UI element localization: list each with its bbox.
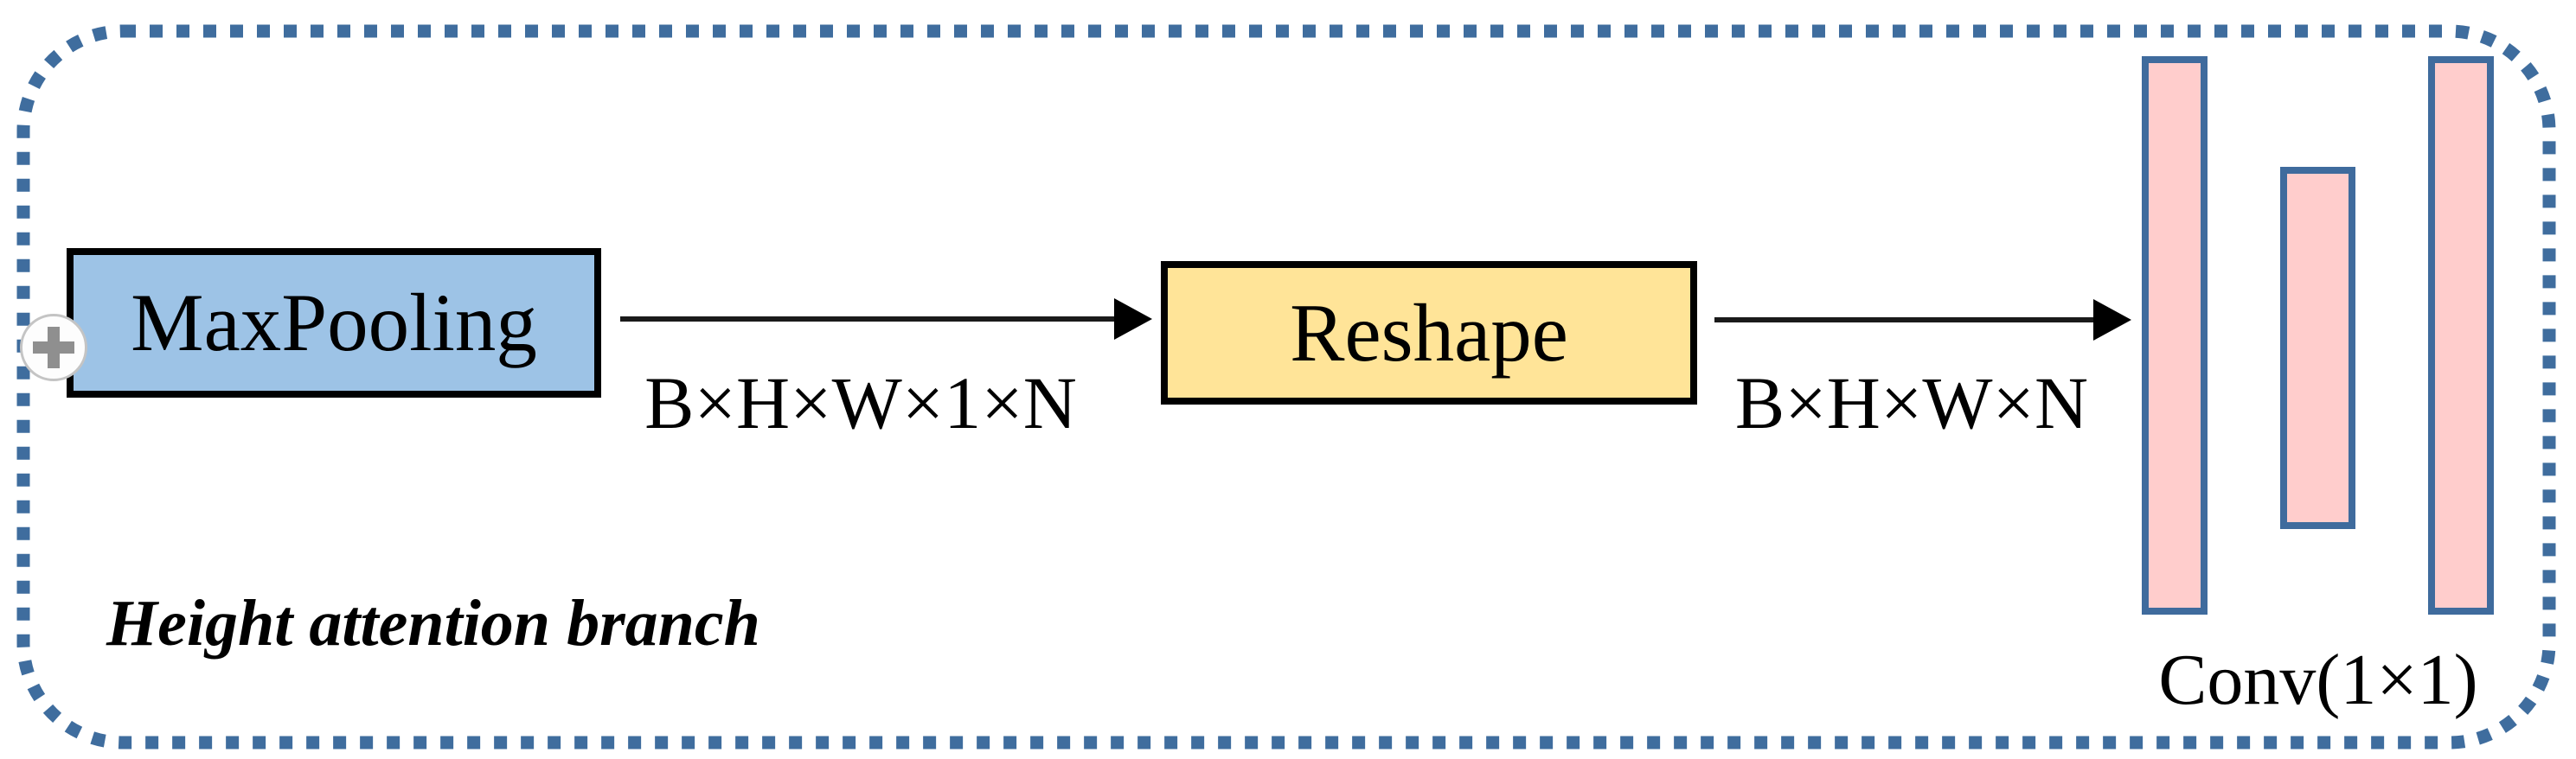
reshape-node-label: Reshape [1290, 286, 1568, 379]
maxpooling-node: MaxPooling [67, 248, 601, 398]
conv-feature-bar-2 [2280, 167, 2355, 529]
conv-feature-bar-1 [2142, 56, 2208, 615]
plus-icon [20, 314, 87, 381]
reshape-node: Reshape [1161, 261, 1697, 405]
plus-icon-vertical-bar [48, 327, 60, 368]
arrow-maxpooling-to-reshape [620, 298, 1152, 340]
conv-1x1-label: Conv(1×1) [2158, 640, 2478, 720]
branch-title: Height attention branch [106, 587, 760, 660]
maxpooling-node-label: MaxPooling [131, 277, 537, 368]
dashed-border-frame [16, 24, 2556, 749]
conv-feature-bar-3 [2428, 56, 2494, 615]
tensor-shape-label-bhwn: B×H×W×N [1734, 361, 2089, 444]
tensor-shape-label-bhw1n: B×H×W×1×N [644, 361, 1077, 444]
arrow-reshape-to-conv [1714, 299, 2131, 341]
